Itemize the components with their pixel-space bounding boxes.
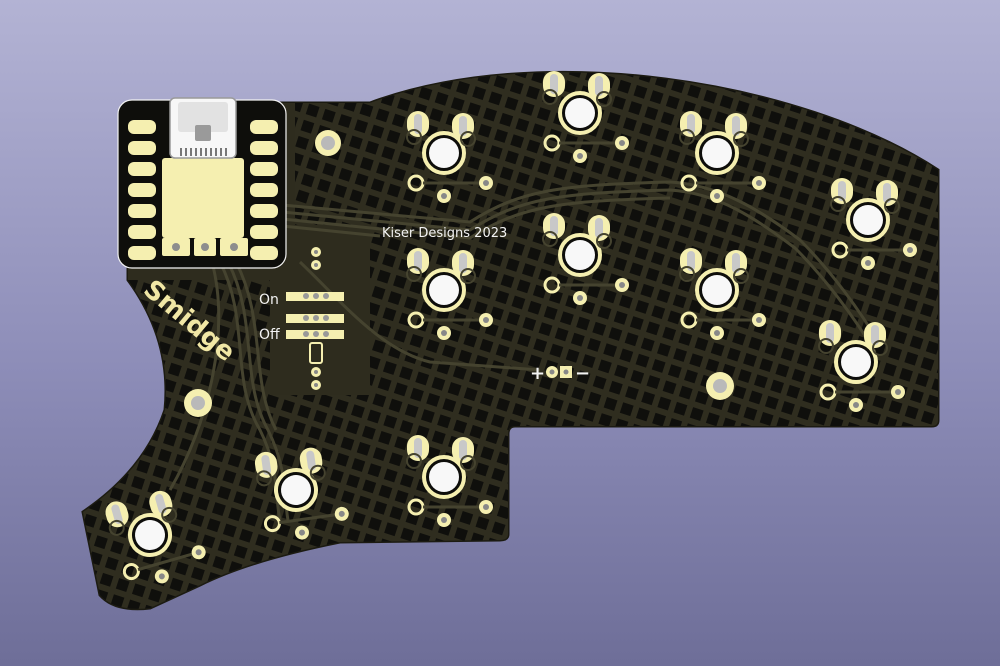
key-switch-footprint — [254, 447, 349, 540]
battery-pad-icon — [546, 366, 572, 378]
power-switch-icon — [286, 247, 344, 390]
key-switch-footprint — [406, 111, 493, 203]
key-switch-footprint — [105, 490, 206, 584]
key-switch-footprint — [542, 71, 629, 163]
mounting-hole-icon — [315, 130, 341, 156]
castellated-pads-right — [250, 120, 278, 260]
castellated-pads-left — [128, 120, 156, 260]
usb-c-connector-icon — [169, 97, 237, 159]
mounting-hole-icon — [184, 389, 212, 417]
key-switch-footprint — [679, 248, 766, 340]
mounting-holes — [184, 130, 734, 417]
switch-off-label: Off — [259, 327, 280, 343]
key-switch-footprint — [406, 435, 493, 527]
mounting-hole-icon — [706, 372, 734, 400]
switch-on-label: On — [259, 292, 279, 308]
key-switch-footprint — [830, 178, 917, 270]
key-switch-footprint — [542, 213, 629, 305]
battery-minus-label: − — [575, 363, 590, 384]
key-switch-footprint — [406, 248, 493, 340]
key-switch-grid — [105, 71, 917, 584]
key-switch-footprint — [679, 111, 766, 203]
key-switch-footprint — [818, 320, 905, 412]
credit-text: Kiser Designs 2023 — [382, 226, 507, 241]
shield-pad — [162, 158, 244, 238]
battery-plus-label: + — [530, 363, 545, 384]
